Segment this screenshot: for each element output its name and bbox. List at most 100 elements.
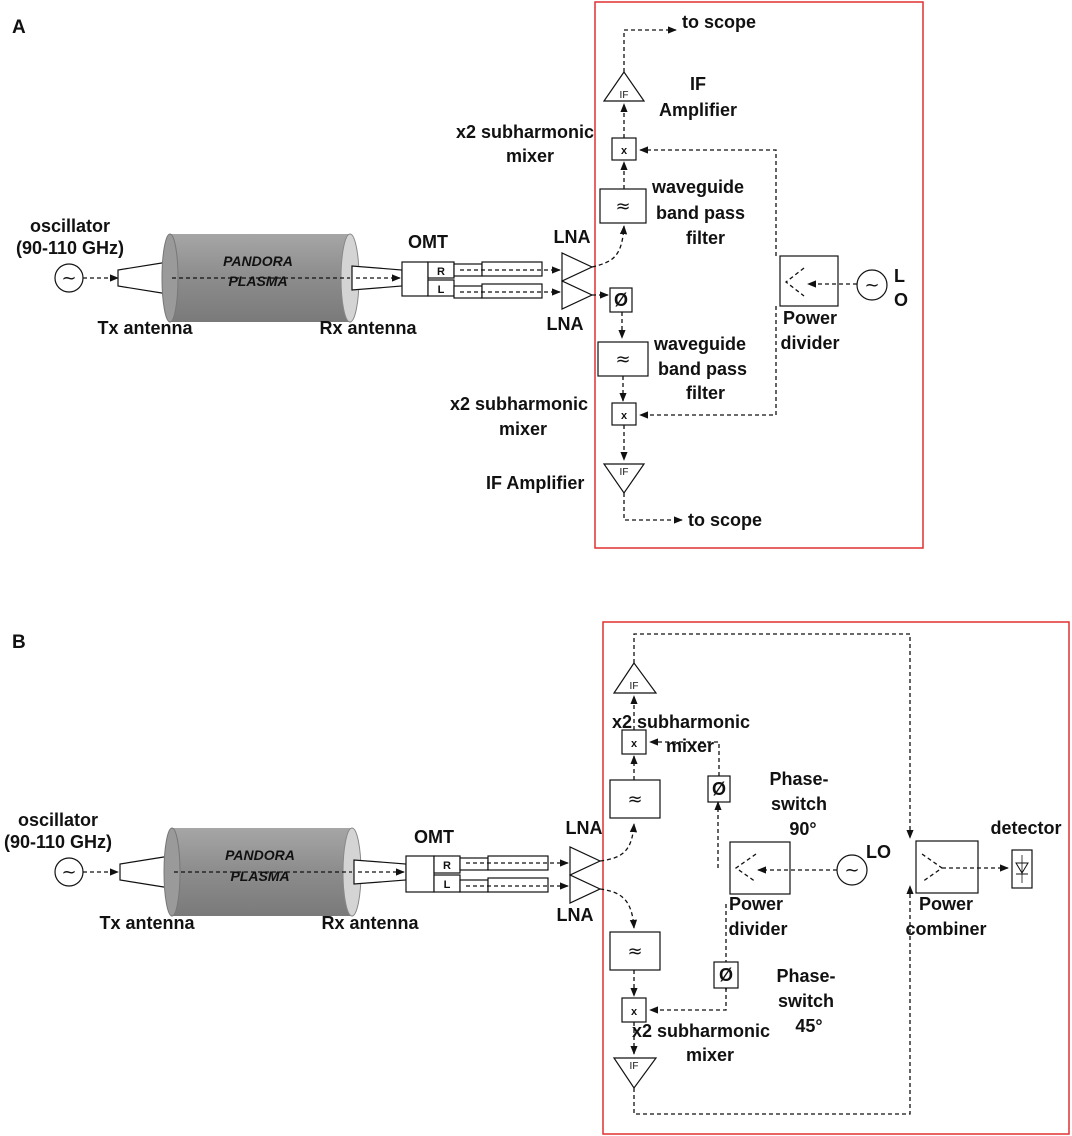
detector-icon [1011, 849, 1033, 889]
svg-text:~: ~ [864, 275, 879, 296]
plasma-b-label-1: PANDORA [225, 847, 295, 863]
rx-antenna-b-label: Rx antenna [321, 913, 419, 933]
power-combiner-label-2: combiner [905, 919, 986, 939]
phase90-to-mixer-top [649, 738, 720, 776]
omt-label: OMT [408, 232, 448, 252]
mixer-b-top-icon [621, 729, 647, 755]
plasma-label-2: PLASMA [228, 273, 287, 289]
phase-switch-45-icon [713, 961, 739, 989]
omt-b-block [405, 855, 435, 893]
lna-to-filter-b-bottom [599, 888, 638, 929]
to-scope-top-label: to scope [682, 12, 756, 32]
phase-shifter-a-symbol: Ø [614, 290, 628, 310]
filter-b-bottom-symbol: ≈ [627, 941, 642, 962]
lna-b-bottom-label: LNA [557, 905, 594, 925]
if-amp-top-label-2: Amplifier [659, 100, 737, 120]
lo-a-l: L [894, 266, 905, 286]
if-to-scope-bottom [623, 493, 683, 524]
phase-shifter-a-icon [609, 287, 633, 313]
if-amp-bottom-tag: IF [620, 467, 629, 478]
tx-antenna-label: Tx antenna [97, 318, 193, 338]
divider-to-mixer-bottom [639, 306, 777, 419]
phase-switch-90-label-1: Phase- [769, 769, 828, 789]
lna-to-filter-b-top [599, 823, 638, 862]
lna-b-top-label: LNA [566, 818, 603, 838]
panel-b-letter: B [12, 632, 26, 653]
filter-top-label-1: waveguide [651, 177, 744, 197]
filter-top-label-2: band pass [656, 203, 745, 223]
phase-switch-90-label-2: switch [771, 794, 827, 814]
detector-label: detector [990, 818, 1061, 838]
lo-a-o: O [894, 290, 908, 310]
receiver-frame-b [602, 621, 1070, 1135]
oscillator-source-icon: ~ [54, 263, 84, 293]
panel-a-letter: A [12, 17, 26, 38]
if-bottom-to-combiner [633, 885, 914, 1115]
power-divider-b-label-1: Power [729, 894, 783, 914]
oscillator-b-source-icon: ~ [54, 857, 84, 887]
mixer-top-label-2: mixer [506, 146, 554, 166]
if-amp-top-label-1: IF [690, 74, 706, 94]
plasma-b-label-2: PLASMA [230, 868, 289, 884]
mixer-bottom-label-1: x2 subharmonic [450, 394, 588, 414]
if-amp-b-top-icon [612, 661, 658, 694]
power-divider-a-icon [779, 255, 839, 307]
power-divider-a-label-2: divider [780, 333, 839, 353]
lna-b-top-icon [569, 846, 602, 876]
omt-b-r-label: R [443, 860, 451, 872]
omt-l-label: L [438, 284, 445, 296]
oscillator-b-freq-label: (90-110 GHz) [4, 832, 112, 852]
filter-bottom-label-3: filter [686, 383, 725, 403]
omt-b-l-label: L [444, 879, 451, 891]
power-divider-b-label-2: divider [728, 919, 787, 939]
power-divider-b-symbol [734, 853, 757, 883]
omt-b-label: OMT [414, 827, 454, 847]
svg-text:~: ~ [61, 268, 76, 289]
oscillator-b-label: oscillator [18, 810, 98, 830]
rx-antenna-label: Rx antenna [319, 318, 417, 338]
mixer-bottom-x: x [621, 410, 628, 422]
divider-to-mixer-top [639, 146, 777, 256]
oscillator-label: oscillator [30, 216, 110, 236]
panel-a: A oscillator (90-110 GHz) ~ Tx antenna P… [12, 1, 924, 549]
phase-switch-45-label-2: switch [778, 991, 834, 1011]
lna-top-label: LNA [554, 227, 591, 247]
filter-top-icon [599, 188, 647, 224]
phase45-to-mixer-bottom [649, 988, 727, 1014]
if-amp-bottom-icon [602, 463, 646, 495]
lna-top-icon [561, 252, 594, 282]
waveguide-l-ext [481, 283, 543, 299]
filter-b-top-symbol: ≈ [627, 789, 642, 810]
if-amp-b-bottom-icon [612, 1057, 658, 1090]
omt-r-label: R [437, 266, 445, 278]
mixer-top-x: x [621, 145, 628, 157]
phase-switch-45-symbol: Ø [719, 965, 733, 985]
lo-source-a-icon: ~ [856, 269, 888, 301]
mixer-b-top-label-2: mixer [666, 736, 714, 756]
tx-antenna-b-icon [119, 855, 171, 889]
filter-bottom-symbol: ≈ [615, 349, 630, 370]
svg-text:~: ~ [61, 862, 76, 883]
waveguide-b-r [459, 857, 489, 871]
to-scope-bottom-label: to scope [688, 510, 762, 530]
mixer-top-label-1: x2 subharmonic [456, 122, 594, 142]
omt-block [401, 261, 429, 297]
filter-b-bottom-icon [609, 931, 661, 971]
if-amp-bottom-label: IF Amplifier [486, 473, 584, 493]
power-combiner-label-1: Power [919, 894, 973, 914]
power-divider-a-symbol [784, 267, 805, 297]
phase-switch-45-label-3: 45° [795, 1016, 822, 1036]
lna-b-bottom-icon [569, 874, 602, 904]
mixer-b-top-x: x [631, 738, 638, 750]
mixer-b-bottom-label-2: mixer [686, 1045, 734, 1065]
receiver-frame-a [594, 1, 924, 549]
power-combiner-icon [915, 840, 979, 894]
tx-antenna-b-label: Tx antenna [99, 913, 195, 933]
lna-to-filter-top [591, 225, 628, 268]
mixer-bottom-label-2: mixer [499, 419, 547, 439]
filter-bottom-label-2: band pass [658, 359, 747, 379]
if-amp-top-icon [602, 70, 646, 102]
mixer-b-bottom-label-1: x2 subharmonic [632, 1021, 770, 1041]
mixer-b-top-label-1: x2 subharmonic [612, 712, 750, 732]
